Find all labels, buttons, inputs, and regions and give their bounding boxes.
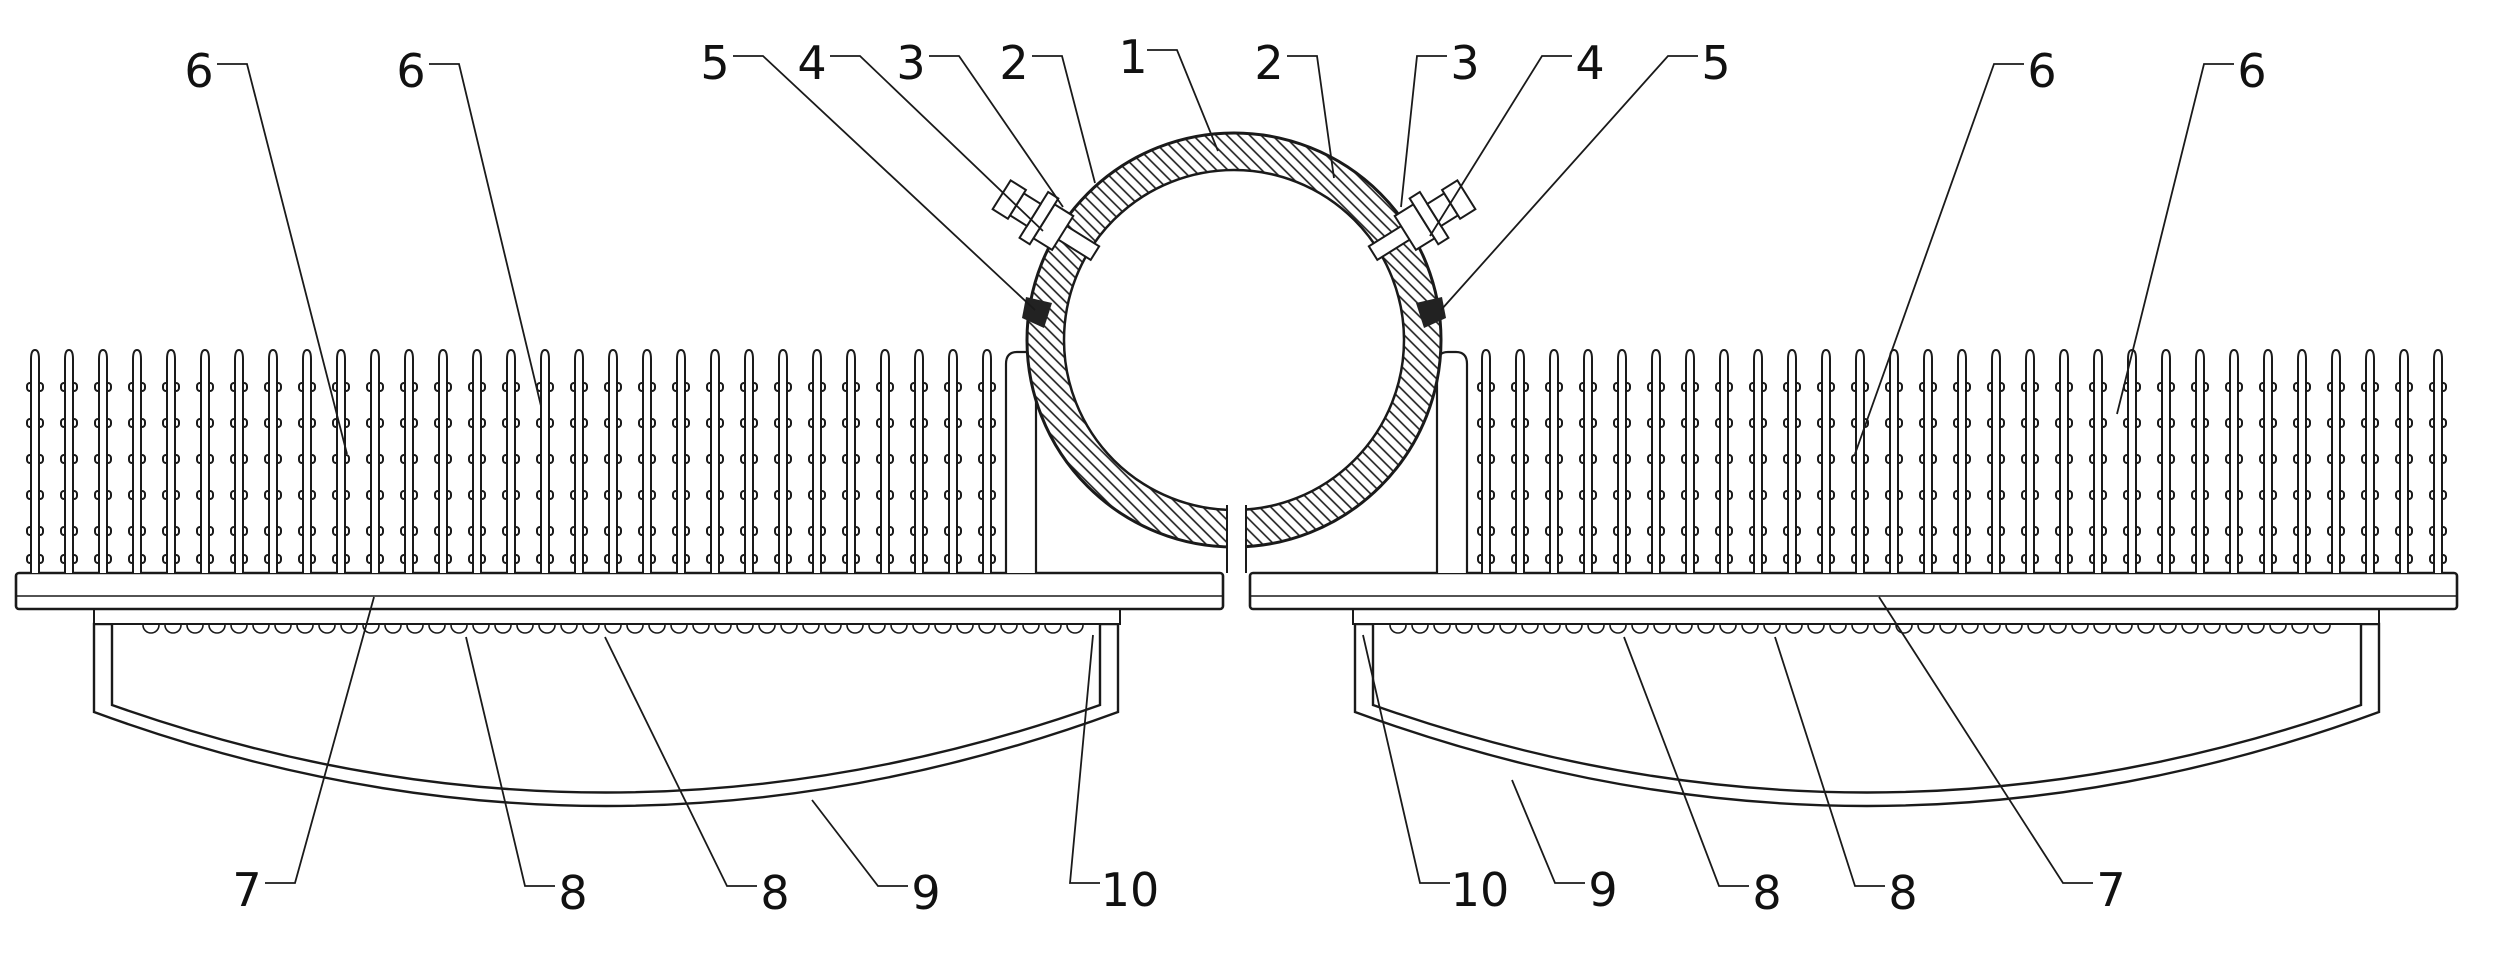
callout-3-left: 3 bbox=[896, 36, 925, 90]
leader-4-right bbox=[1429, 55, 1572, 237]
callout-6-left-outer: 6 bbox=[184, 44, 213, 98]
callout-10-left: 10 bbox=[1101, 863, 1160, 917]
leader-4-left bbox=[830, 55, 1044, 232]
clamp-bolt-right bbox=[1367, 179, 1477, 262]
callout-4-left: 4 bbox=[797, 36, 826, 90]
callout-7-left: 7 bbox=[232, 863, 261, 917]
clamp-wedge-right bbox=[1416, 297, 1446, 328]
leader-3-right bbox=[1400, 55, 1447, 208]
leader-8-left-b bbox=[604, 636, 757, 887]
leader-6-right-outer bbox=[2116, 63, 2234, 415]
leader-6-right-inner bbox=[1854, 63, 2024, 455]
tube-slit bbox=[1227, 487, 1246, 551]
leader-9-right bbox=[1511, 779, 1585, 884]
leader-2-right bbox=[1287, 55, 1335, 179]
callout-2-right: 2 bbox=[1254, 36, 1283, 90]
leader-6-left-outer bbox=[217, 63, 348, 455]
callout-4-right: 4 bbox=[1575, 36, 1604, 90]
callout-10-right: 10 bbox=[1451, 863, 1510, 917]
leader-10-right bbox=[1362, 634, 1450, 884]
leader-10-left bbox=[1069, 634, 1100, 884]
callout-labels: 6 6 5 4 3 2 1 2 3 4 5 6 6 7 8 8 9 10 10 … bbox=[184, 30, 2266, 920]
callout-3-right: 3 bbox=[1450, 36, 1479, 90]
tube-bore bbox=[1062, 168, 1406, 512]
callout-6-right-outer: 6 bbox=[2237, 44, 2266, 98]
leader-2-left bbox=[1032, 55, 1096, 184]
leader-lines bbox=[217, 49, 2234, 887]
callout-5-left: 5 bbox=[700, 36, 729, 90]
leader-8-right-a bbox=[1623, 636, 1749, 887]
callout-1: 1 bbox=[1118, 30, 1147, 84]
callout-7-right: 7 bbox=[2096, 863, 2125, 917]
callout-9-right: 9 bbox=[1588, 863, 1617, 917]
leader-1 bbox=[1147, 49, 1219, 152]
tube-cross-section bbox=[991, 131, 1477, 573]
leader-8-left-a bbox=[465, 636, 555, 887]
callout-6-left-inner: 6 bbox=[396, 44, 425, 98]
bolt-head-right bbox=[1440, 179, 1477, 221]
leader-5-right bbox=[1440, 55, 1698, 311]
leader-7-left bbox=[265, 596, 375, 884]
callout-8-left-b: 8 bbox=[760, 866, 789, 920]
leader-6-left-inner bbox=[429, 63, 542, 407]
callout-6-right-inner: 6 bbox=[2027, 44, 2056, 98]
leader-8-right-b bbox=[1774, 636, 1885, 887]
leader-5-left bbox=[733, 55, 1036, 311]
right-fin-assembly bbox=[1248, 343, 2459, 808]
callout-8-right-b: 8 bbox=[1888, 866, 1917, 920]
callout-9-left: 9 bbox=[911, 866, 940, 920]
clamp-bolt-left bbox=[991, 179, 1101, 262]
callout-2-left: 2 bbox=[999, 36, 1028, 90]
leader-3-left bbox=[929, 55, 1064, 208]
leader-7-right bbox=[1878, 596, 2093, 884]
callout-8-right-a: 8 bbox=[1752, 866, 1781, 920]
callout-8-left-a: 8 bbox=[558, 866, 587, 920]
leader-9-left bbox=[811, 799, 908, 887]
callout-5-right: 5 bbox=[1701, 36, 1730, 90]
